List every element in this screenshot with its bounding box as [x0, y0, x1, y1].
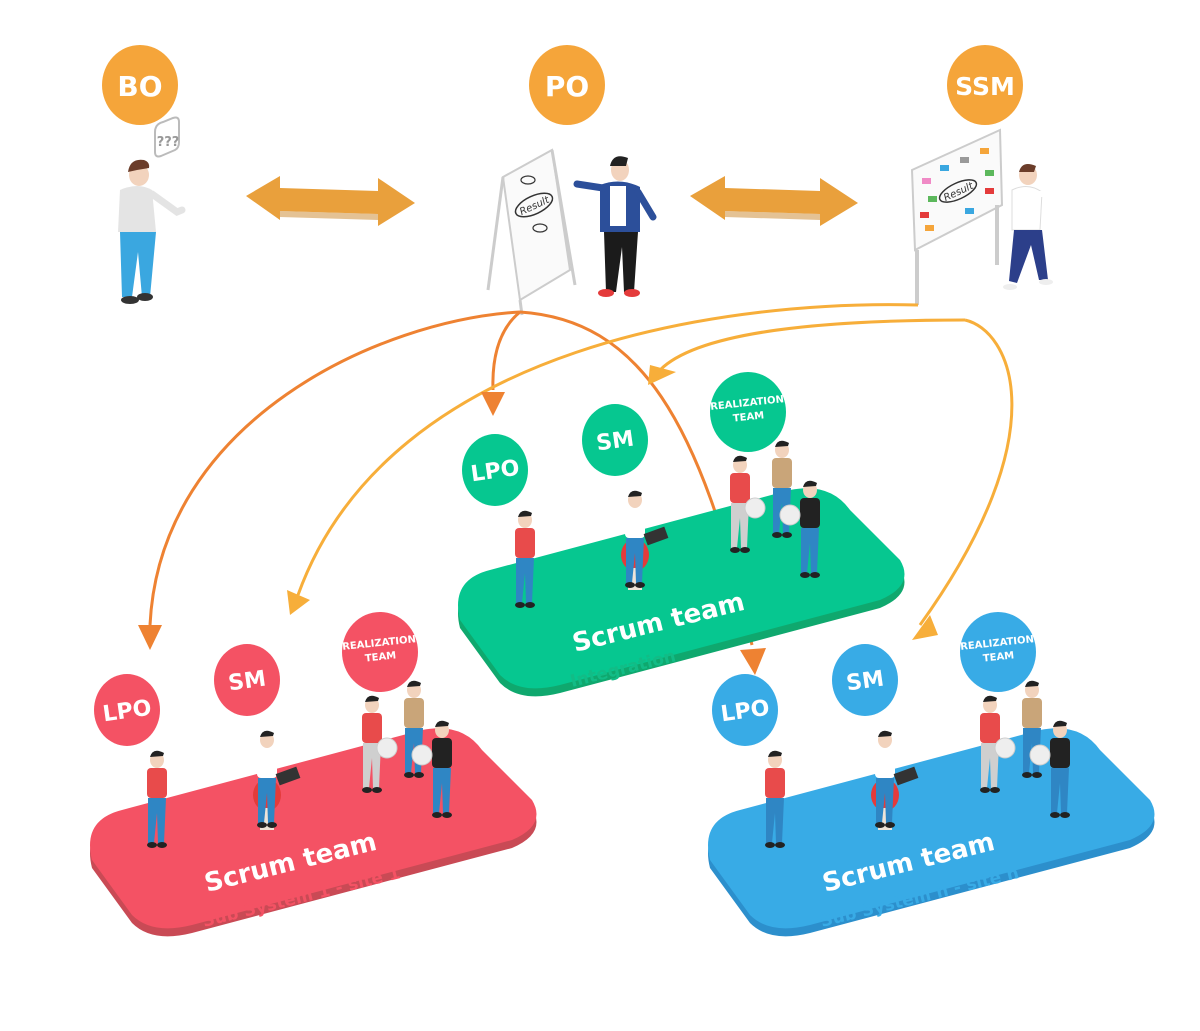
speech-bubble-icon — [154, 116, 180, 158]
bidirectional-arrow-bo-po — [246, 176, 415, 226]
flipchart: Result — [486, 148, 577, 316]
lpo-badge: LPO — [712, 674, 778, 746]
lpo-badge: LPO — [94, 674, 160, 746]
arrow-ssm-to-integration-sm — [658, 318, 966, 372]
arrow-po-to-subsystem1-lpo — [148, 310, 521, 626]
role-badge-bo: BO — [102, 45, 178, 125]
badge-label: BO — [117, 70, 162, 103]
sm-badge: SM — [214, 644, 280, 716]
badge-label: SSM — [955, 72, 1015, 101]
arrowhead-icon — [912, 615, 938, 640]
badge-circle — [947, 45, 1023, 125]
team-members — [765, 680, 1070, 848]
arrowhead-icon — [481, 392, 505, 416]
question-marks: ??? — [157, 135, 180, 150]
connector-arrows — [148, 303, 1014, 646]
badge-circle — [529, 45, 605, 125]
badge-circle — [462, 434, 528, 506]
badge-circle — [102, 45, 178, 125]
badge-label: SM — [595, 426, 636, 456]
arrow-po-to-integration-lpo — [491, 310, 521, 391]
arrowhead-icon — [287, 590, 310, 615]
arrow-ssm-to-subsystemn-sm — [918, 318, 1014, 626]
badge-circle — [582, 404, 648, 476]
platform — [90, 728, 537, 929]
badge-circle — [832, 644, 898, 716]
badge-label: PO — [545, 70, 589, 103]
arrowhead-icon — [648, 365, 676, 385]
business-owner-figure: ??? — [118, 116, 186, 304]
platform — [708, 728, 1155, 929]
team-members — [515, 440, 820, 608]
lpo-badge: LPO — [462, 434, 528, 506]
badge-circle — [214, 644, 280, 716]
badge-label: SM — [845, 666, 886, 696]
scrum-of-scrums-master-figure — [1003, 164, 1057, 290]
whiteboard: Result — [910, 128, 1004, 305]
badge-label-line2: TEAM — [364, 650, 396, 664]
badge-circle — [712, 674, 778, 746]
badge-circle — [94, 674, 160, 746]
product-owner-figure — [573, 156, 657, 297]
team-members — [147, 680, 452, 848]
badge-circle — [960, 612, 1036, 692]
badge-label-line2: TEAM — [982, 650, 1014, 664]
arrowhead-icon — [740, 648, 766, 675]
arrowheads — [138, 365, 938, 675]
badge-circle — [342, 612, 418, 692]
sm-badge: SM — [582, 404, 648, 476]
badge-label: SM — [227, 666, 268, 696]
role-badge-ssm: SSM — [947, 45, 1023, 125]
platform — [458, 488, 905, 689]
bidirectional-arrow-po-ssm — [690, 176, 858, 226]
sm-badge: SM — [832, 644, 898, 716]
role-badge-po: PO — [529, 45, 605, 125]
badge-circle — [710, 372, 786, 452]
arrow-ssm-to-subsystem1-sm — [296, 303, 919, 596]
arrowhead-icon — [138, 625, 162, 650]
badge-label-line2: TEAM — [732, 410, 764, 424]
